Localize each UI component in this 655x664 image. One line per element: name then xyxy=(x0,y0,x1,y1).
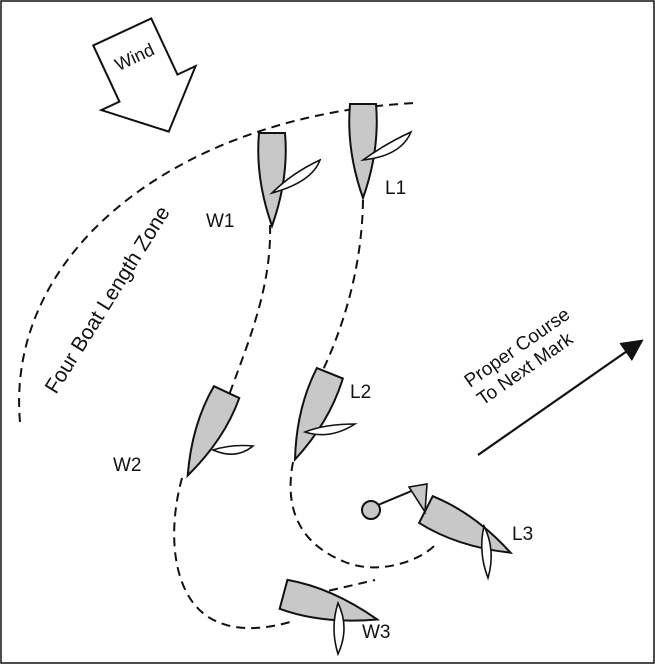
boat-l3-sail xyxy=(480,523,492,581)
track-w2-w3 xyxy=(173,477,291,630)
boat-w3-sail xyxy=(333,600,345,657)
track-w1-w2 xyxy=(227,224,272,399)
course-label-group: Proper Course To Next Mark xyxy=(461,304,578,410)
boat-w3-label: W3 xyxy=(362,622,391,643)
zone-label: Four Boat Length Zone xyxy=(41,202,175,397)
boat-l1-hull xyxy=(348,103,378,201)
mark-flag xyxy=(407,483,428,515)
boat-l3-hull xyxy=(417,494,514,554)
boat-l1-sail xyxy=(360,130,413,162)
zone-boundary-arc xyxy=(18,102,416,423)
boat-w1-sail xyxy=(269,158,322,195)
boat-l2 xyxy=(293,366,345,463)
boat-w2-label: W2 xyxy=(113,455,142,476)
boat-l3 xyxy=(417,494,514,554)
boat-w1 xyxy=(257,132,322,229)
boat-w3-hull xyxy=(278,578,381,622)
boat-l2-hull xyxy=(293,366,345,463)
boat-w1-hull xyxy=(257,132,287,229)
track-l1-l2 xyxy=(321,199,364,373)
boat-l3-label: L3 xyxy=(512,524,533,545)
boat-w1-label: W1 xyxy=(206,211,235,232)
mark-ball xyxy=(361,500,381,520)
boat-l1-label: L1 xyxy=(385,178,406,199)
proper-course-arrow xyxy=(477,339,644,456)
boat-w2-sail xyxy=(210,444,256,455)
boat-l2-label: L2 xyxy=(350,382,371,403)
wind-arrow: Wind xyxy=(91,17,198,133)
boat-w2-hull xyxy=(186,384,241,479)
track-l2-l3 xyxy=(289,461,435,569)
mark-buoy xyxy=(361,483,428,520)
boat-l1 xyxy=(348,103,413,201)
boat-w2 xyxy=(186,384,241,479)
wind-arrow-shape xyxy=(91,17,198,133)
boat-w3 xyxy=(278,578,381,622)
boat-l2-sail xyxy=(302,423,358,436)
